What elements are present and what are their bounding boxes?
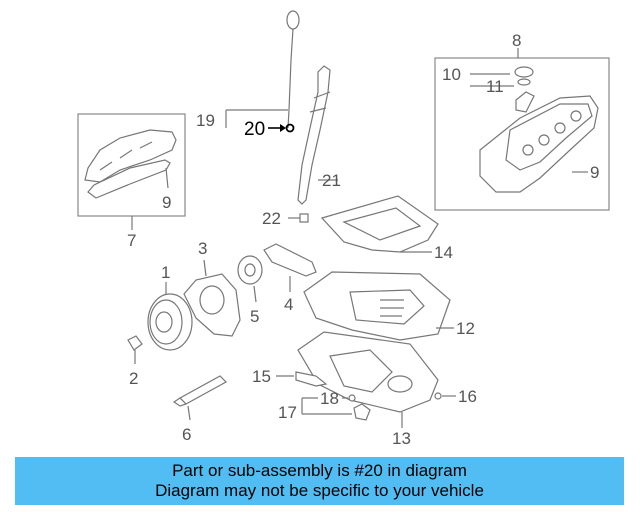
banner-line-1: Part or sub-assembly is #20 in diagram	[172, 461, 467, 480]
valve-cover-part[interactable]	[479, 66, 599, 193]
bolt-part-22[interactable]	[299, 213, 309, 223]
lower-oil-pan-part[interactable]	[297, 331, 439, 413]
callout-10: 10	[442, 65, 461, 84]
callout-4: 4	[284, 295, 293, 314]
callout-12: 12	[456, 319, 475, 338]
callout-11: 11	[486, 77, 504, 96]
sealant-tube-part[interactable]	[172, 375, 227, 407]
callout-18: 18	[320, 389, 339, 408]
tensioner-part[interactable]	[237, 255, 263, 285]
valve-cover-gasket-part[interactable]	[84, 129, 177, 199]
upper-oil-pan-part[interactable]	[303, 271, 451, 341]
callout-box-8	[434, 57, 610, 211]
callout-3: 3	[198, 239, 207, 258]
callout-14: 14	[434, 243, 453, 262]
callout-22: 22	[262, 209, 281, 228]
callout-8: 8	[512, 31, 521, 50]
timing-belt-part[interactable]	[263, 243, 317, 277]
dipstick-part[interactable]	[286, 10, 300, 129]
callout-16: 16	[458, 387, 477, 406]
info-banner: Part or sub-assembly is #20 in diagram D…	[15, 457, 624, 505]
drain-plug-part-16[interactable]	[434, 392, 442, 400]
callout-6: 6	[182, 425, 191, 444]
callout-19: 19	[196, 111, 215, 130]
o-ring-part-20[interactable]	[285, 123, 295, 133]
callout-21: 21	[322, 171, 341, 190]
callout-5: 5	[250, 307, 259, 326]
seal-part-18[interactable]	[348, 394, 356, 402]
timing-cover-part[interactable]	[183, 273, 241, 337]
pulley-bolt-part[interactable]	[127, 335, 143, 351]
callout-7: 7	[127, 231, 136, 250]
callout-2: 2	[129, 369, 138, 388]
oil-level-sensor-part[interactable]	[295, 371, 328, 387]
callout-20: 20	[244, 119, 265, 140]
callout-9-left: 9	[162, 193, 171, 212]
callout-1: 1	[161, 263, 170, 282]
callout-9-right: 9	[590, 163, 599, 182]
banner-line-2: Diagram may not be specific to your vehi…	[155, 481, 484, 500]
callout-13: 13	[392, 429, 411, 448]
bolt-part-17[interactable]	[353, 403, 371, 421]
crankshaft-pulley-part[interactable]	[147, 293, 193, 351]
callout-17: 17	[278, 403, 297, 422]
dipstick-tube-part[interactable]	[297, 65, 331, 205]
callout-15: 15	[252, 367, 271, 386]
splash-shield-part[interactable]	[320, 195, 439, 253]
